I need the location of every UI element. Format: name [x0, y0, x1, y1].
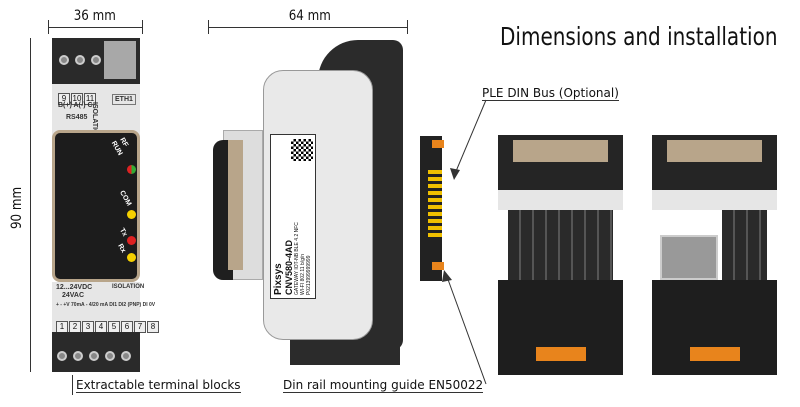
arrow-up-icon — [72, 375, 73, 395]
ethernet-port[interactable] — [660, 235, 718, 280]
dimension-tick — [142, 20, 143, 34]
isolation-label: ISOLATION — [112, 284, 145, 290]
front-cover: RF RUN COM Tx Rx — [52, 130, 140, 282]
terminals-callout: Extractable terminal blocks — [76, 378, 241, 393]
device-side-view: Pixsys CNV580-4AD GATEWAY IOT-NB BLE 4.2… — [208, 40, 444, 370]
terminal-number: 5 — [108, 321, 120, 333]
dimension-tick — [48, 20, 49, 34]
qr-code-icon — [291, 139, 313, 161]
tx-led-icon — [127, 236, 136, 245]
terminal-number: 11 — [84, 93, 96, 105]
top-terminal-block[interactable] — [52, 38, 140, 84]
eth-label: ETH1 — [112, 94, 136, 105]
led-label-com: COM — [118, 189, 133, 208]
dimension-width-label: 36 mm — [73, 8, 116, 24]
terminal-labels: + - +V 70mA - 4/20 mA DI1 DI2 (PNP) DI 0… — [56, 302, 156, 308]
terminal-number: 10 — [71, 93, 83, 105]
power-label: 12...24VDC — [56, 284, 93, 291]
screw-icon — [91, 55, 101, 65]
dimension-tick — [407, 20, 408, 34]
power-label-ac: 24VAC — [62, 292, 85, 299]
dimension-line-depth — [208, 27, 408, 28]
din-clip — [432, 262, 444, 270]
terminal-labels: B(+) A(-) C — [58, 102, 93, 109]
dimension-line-height — [30, 38, 31, 372]
bottom-terminal-block[interactable] — [52, 332, 140, 372]
rx-led-icon — [127, 253, 136, 262]
dimension-tick — [208, 20, 209, 34]
dimension-line-width — [48, 27, 143, 28]
brand-logo: Pixsys — [273, 263, 284, 295]
din-clip — [432, 140, 444, 148]
din-bus-connector — [428, 170, 442, 240]
run-led-icon — [127, 165, 136, 174]
led-label-tx: Tx — [118, 227, 129, 238]
callout-arrow-icon — [442, 270, 487, 385]
screw-icon — [75, 55, 85, 65]
rail-callout: Din rail mounting guide EN50022 — [283, 378, 484, 393]
ethernet-port[interactable] — [104, 41, 136, 79]
dimension-depth-label: 64 mm — [288, 8, 331, 24]
callout-arrow-icon — [450, 99, 487, 180]
terminal-number: 9 — [58, 93, 70, 105]
page-title: Dimensions and installation — [500, 22, 778, 51]
com-led-icon — [127, 210, 136, 219]
led-label-rx: Rx — [116, 242, 127, 255]
terminal-number: 7 — [134, 321, 146, 333]
dimension-height-label: 90 mm — [8, 186, 25, 230]
screw-icon — [59, 55, 69, 65]
terminal-number: 8 — [147, 321, 159, 333]
rs485-label: RS485 — [66, 114, 88, 121]
installation-view-1 — [498, 135, 623, 375]
product-label: Pixsys CNV580-4AD GATEWAY IOT-NB BLE 4.2… — [270, 134, 316, 299]
installation-view-2 — [652, 135, 777, 375]
din-bus-callout: PLE DIN Bus (Optional) — [482, 86, 619, 101]
